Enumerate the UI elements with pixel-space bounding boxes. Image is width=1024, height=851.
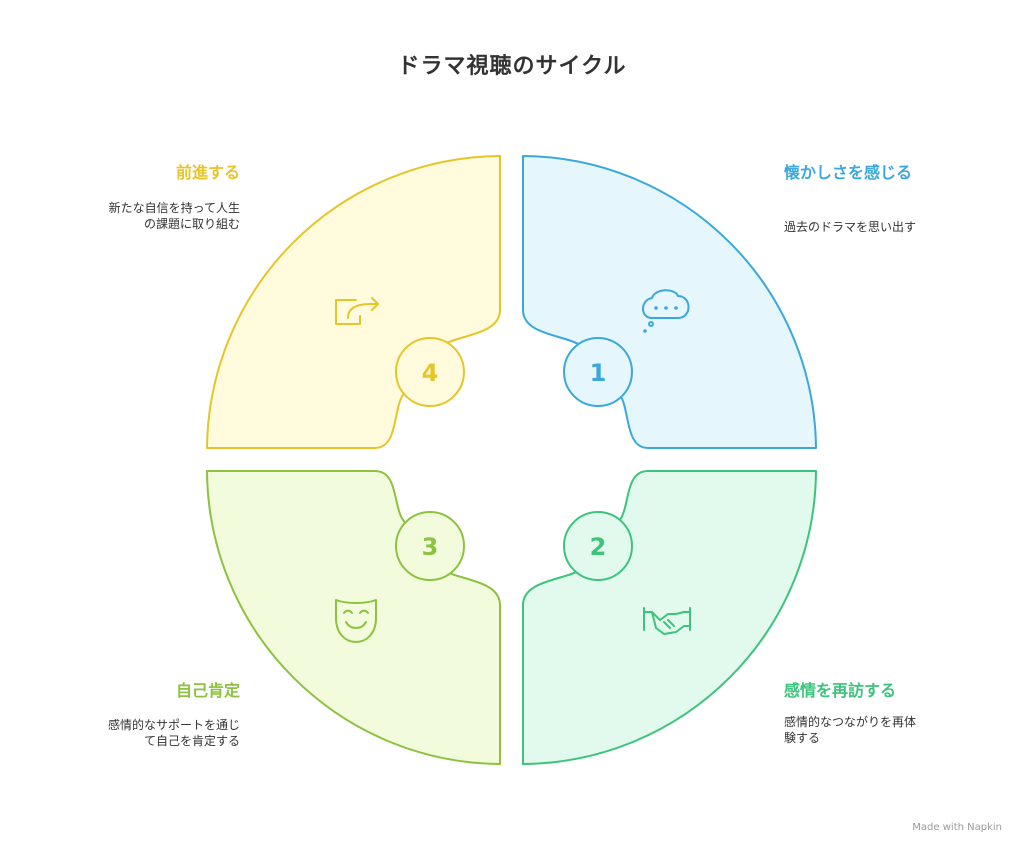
step-3-circle: [395, 511, 465, 581]
quadrant-4: 4: [206, 155, 501, 449]
share-arrow-icon: [335, 297, 379, 325]
step-1-circle: [563, 337, 633, 407]
step-2-description: 感情的なつながりを再体験する: [784, 715, 917, 745]
step-4-description: 新たな自信を持って人生の課題に取り組む: [108, 201, 240, 231]
step-3-description: 感情的なサポートを通じて自己を肯定する: [108, 718, 241, 748]
step-2-circle: [563, 511, 633, 581]
step-4-number: 4: [422, 359, 439, 387]
quadrant-2: 2: [522, 470, 817, 765]
thought-bubble-icon: [642, 289, 690, 333]
step-1-description: 過去のドラマを思い出す: [784, 220, 917, 234]
step-4-circle: [395, 337, 465, 407]
step-1-heading: 懐かしさを感じる: [784, 163, 913, 182]
step-4-heading: 前進する: [175, 163, 240, 182]
step-3-number: 3: [422, 533, 439, 561]
step-1-number: 1: [590, 359, 607, 387]
step-3-heading: 自己肯定: [175, 681, 240, 700]
smiling-mask-icon: [335, 599, 377, 643]
handshake-icon: [643, 607, 691, 635]
quadrant-1: 1: [522, 155, 817, 449]
step-2-number: 2: [590, 533, 607, 561]
quadrant-3: 3: [206, 470, 501, 765]
footer-credit: Made with Napkin: [912, 822, 1002, 833]
page-title: ドラマ視聴のサイクル: [397, 54, 627, 79]
step-2-heading: 感情を再訪する: [784, 681, 897, 700]
